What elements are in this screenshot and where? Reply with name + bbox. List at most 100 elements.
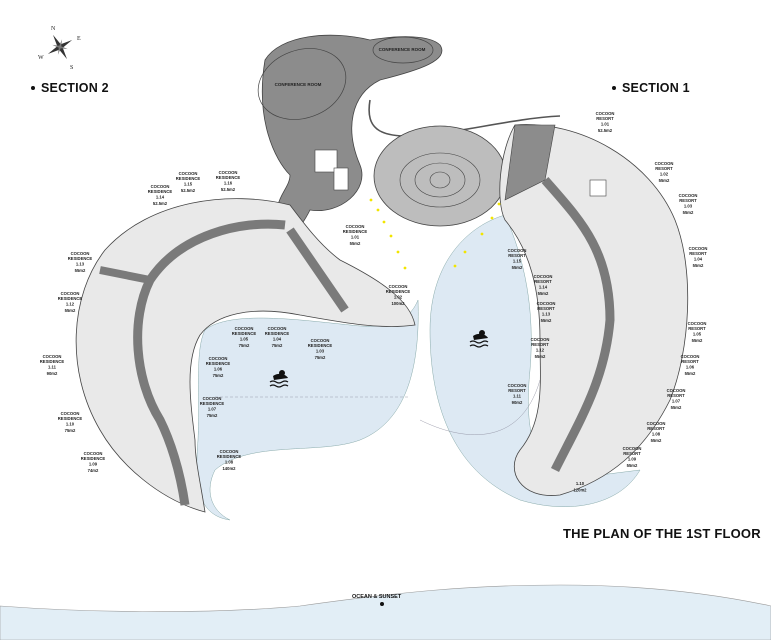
conference-building: CONFERENCE ROOM CONFERENCE ROOM (257, 34, 561, 233)
compass-n: N (51, 26, 56, 32)
unit-label-line: 55m2 (685, 371, 696, 376)
unit-label-line: 75m2 (65, 428, 76, 433)
unit-label-line: 1.12 (536, 347, 545, 352)
unit-label-line: 1.01 (601, 121, 610, 126)
unit-label-line: COCOON (219, 170, 238, 175)
unit-label-line: COCOON (235, 326, 254, 331)
unit-label-line: 55m2 (627, 463, 638, 468)
conference-room-label: CONFERENCE ROOM (275, 82, 322, 87)
unit-label-line: 55m2 (512, 265, 523, 270)
unit-label-line: COCOON (667, 388, 686, 393)
ocean (0, 584, 771, 640)
unit-label-line: 1.07 (672, 398, 681, 403)
unit-label-line: 1.15 (184, 181, 193, 186)
unit-label-line: COCOON (203, 396, 222, 401)
corridor (133, 219, 349, 506)
unit-label-line: COCOON (689, 246, 708, 251)
unit-label-line: RESORT (534, 279, 552, 284)
unit-label-line: 55m2 (659, 178, 670, 183)
bullet-icon (31, 86, 35, 90)
unit-label-line: RESIDENCE (386, 289, 411, 294)
unit-label-line: RESORT (689, 251, 707, 256)
bullet-icon (612, 86, 616, 90)
swimming-icon (469, 330, 489, 348)
unit-label-line: 1.15 (513, 258, 522, 263)
unit-label-line: 1.11 (513, 393, 522, 398)
unit-label-line: 55m2 (535, 354, 546, 359)
unit-label-line: 1.06 (686, 364, 695, 369)
corridor (541, 177, 615, 473)
unit-label-line: COCOON (84, 451, 103, 456)
unit-label-line: 1.13 (542, 311, 551, 316)
unit-label-line: 55m2 (671, 405, 682, 410)
unit-label-line: 55m2 (693, 263, 704, 268)
unit-label-line: COCOON (61, 411, 80, 416)
unit-label-line: RESORT (667, 393, 685, 398)
unit-label-line: COCOON (311, 338, 330, 343)
swimming-icon (269, 370, 289, 388)
unit-label-line: RESIDENCE (217, 454, 242, 459)
unit-label-line: 52.5m2 (181, 188, 196, 193)
unit-label-line: 55m2 (65, 308, 76, 313)
unit-label-line: COCOON (647, 421, 666, 426)
unit-label-line: 1.02 (660, 171, 669, 176)
unit-label-line: 75m2 (272, 343, 283, 348)
unit-label-line: RESORT (623, 451, 641, 456)
unit-label-line: 1.08 (652, 431, 661, 436)
unit-label-line: 1.14 (539, 284, 548, 289)
unit-label-line: COCOON (220, 449, 239, 454)
unit-label-line: 55m2 (692, 338, 703, 343)
unit-label-line: RESIDENCE (68, 256, 93, 261)
unit-label-line: RESIDENCE (200, 401, 225, 406)
unit-label-line: 55m2 (350, 241, 361, 246)
unit-label-line: COCOON (209, 356, 228, 361)
unit-label-line: 75m2 (207, 413, 218, 418)
unit-label-line: 52.5m2 (598, 128, 613, 133)
unit-label-line: 75m2 (315, 355, 326, 360)
unit-label-line: 100m2 (391, 301, 405, 306)
unit-label-line: 120m2 (573, 488, 587, 493)
unit-label-line: COCOON (537, 301, 556, 306)
unit-label-line: RESIDENCE (308, 343, 333, 348)
unit-label-line: 1.04 (273, 336, 282, 341)
compass-w: W (38, 55, 44, 61)
unit-label-line: RESIDENCE (58, 296, 83, 301)
section-2-text: SECTION 2 (41, 81, 109, 95)
unit-label-line: COCOON (596, 111, 615, 116)
unit-label-line: 1.03 (684, 203, 693, 208)
section-2-wing (75, 198, 416, 513)
plan-title: THE PLAN OF THE 1ST FLOOR (563, 526, 761, 541)
unit-label-line: 1.02 (394, 294, 403, 299)
unit-label-line: COCOON (508, 383, 527, 388)
unit-label-line: RESORT (679, 198, 697, 203)
unit-label-line: 1.16 (224, 180, 233, 185)
unit-label-line: RESORT (508, 388, 526, 393)
section-1-text: SECTION 1 (622, 81, 690, 95)
compass-rose-icon: N E S W (38, 26, 81, 71)
compass-e: E (77, 36, 81, 42)
unit-label-line: 1.11 (48, 364, 57, 369)
unit-label-line: 1.04 (694, 256, 703, 261)
